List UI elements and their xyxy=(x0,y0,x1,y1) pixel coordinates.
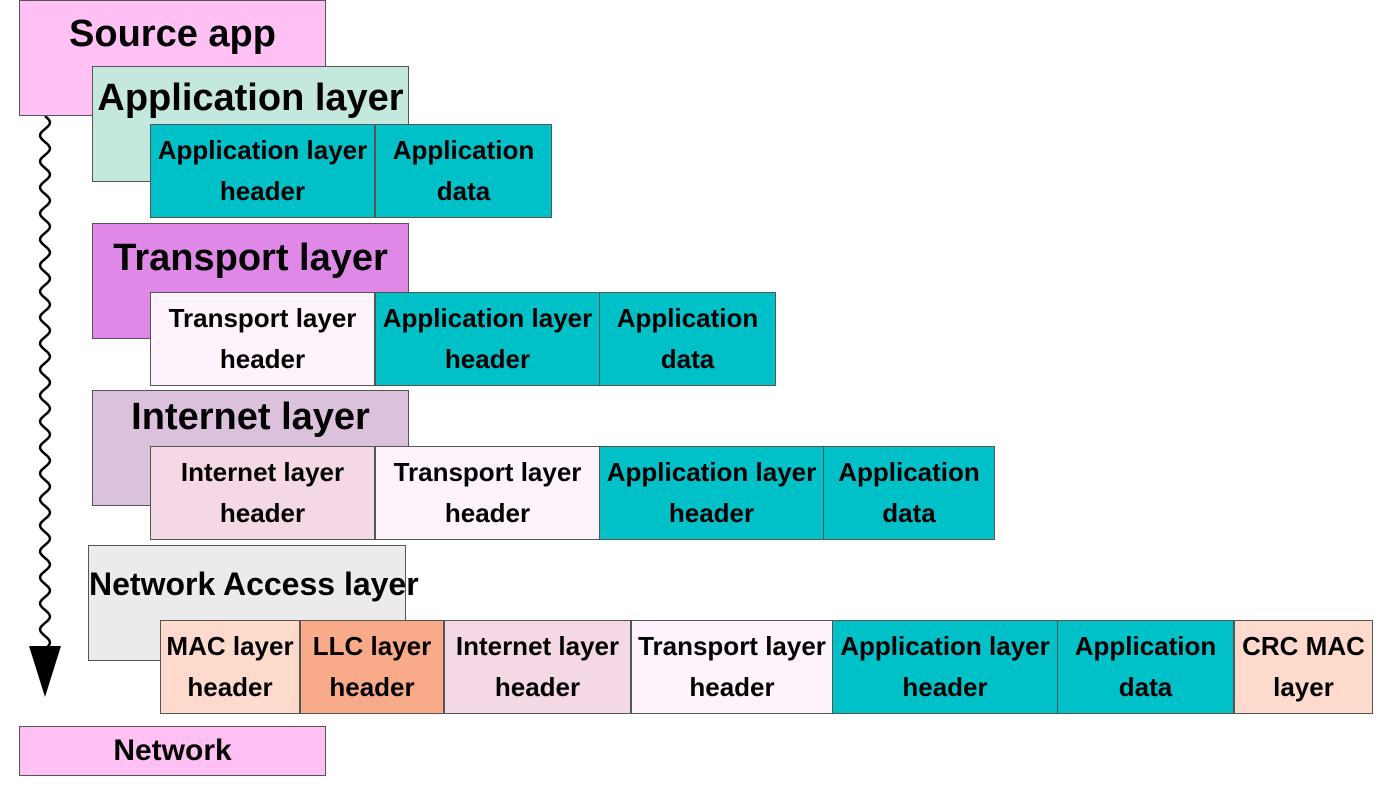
network-label: Network xyxy=(113,734,232,767)
internet-layer-header-segment: Internet layer header xyxy=(150,446,375,540)
application-data-segment: Application data xyxy=(375,124,552,218)
internet-layer-title: Internet layer xyxy=(131,396,370,438)
source-app-label: Source app xyxy=(69,13,276,55)
transport-layer-header-segment: Transport layer header xyxy=(375,446,600,540)
network-box: Network xyxy=(19,726,326,776)
llc-layer-header-segment: LLC layer header xyxy=(300,620,444,714)
application-layer-header-segment: Application layer header xyxy=(375,292,600,386)
network-access-layer-title: Network Access layer xyxy=(89,566,419,602)
arrow-head-icon xyxy=(29,646,61,697)
application-layer-header-segment: Application layer header xyxy=(599,446,824,540)
internet-layer-header-segment: Internet layer header xyxy=(444,620,631,714)
wavy-arrow-line xyxy=(38,115,52,649)
transport-layer-header-segment: Transport layer header xyxy=(150,292,375,386)
crc-mac-layer-segment: CRC MAC layer xyxy=(1234,620,1373,714)
mac-layer-header-segment: MAC layer header xyxy=(160,620,300,714)
application-layer-header-segment: Application layer header xyxy=(832,620,1058,714)
application-layer-header-segment: Application layer header xyxy=(150,124,375,218)
transport-layer-title: Transport layer xyxy=(113,237,388,279)
transport-layer-header-segment: Transport layer header xyxy=(631,620,833,714)
application-data-segment: Application data xyxy=(1057,620,1234,714)
application-data-segment: Application data xyxy=(823,446,995,540)
application-layer-title: Application layer xyxy=(97,77,404,119)
application-data-segment: Application data xyxy=(599,292,776,386)
